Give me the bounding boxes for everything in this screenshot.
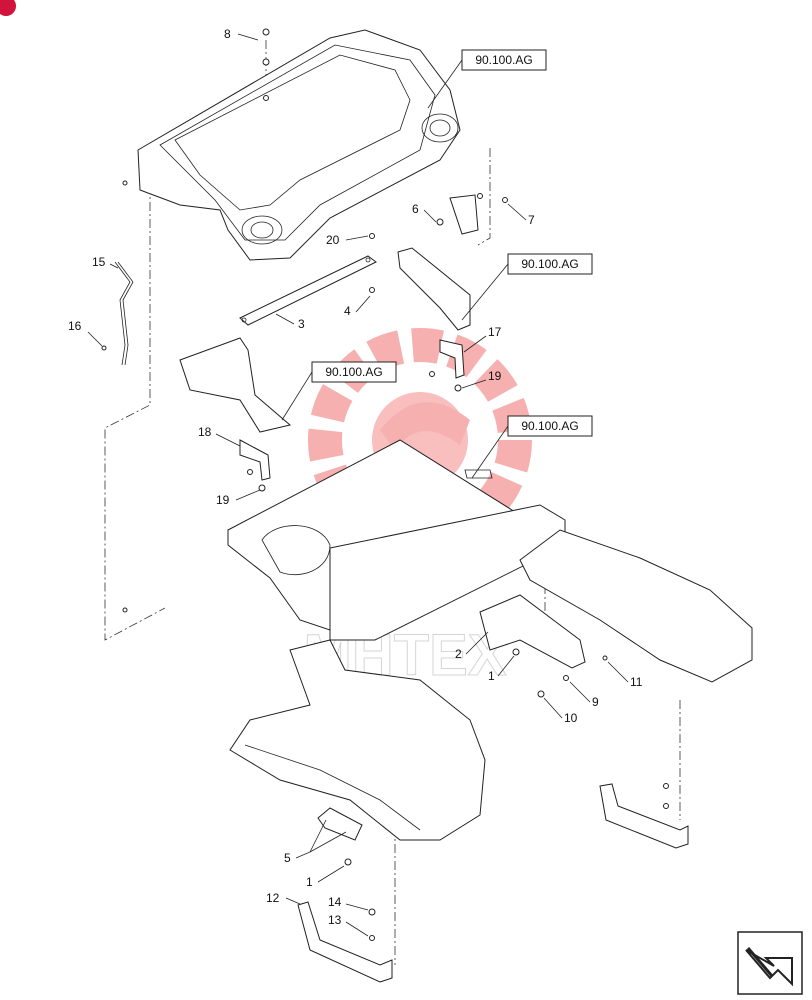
bracket-left-upper <box>179 337 292 433</box>
callout-4: 4 <box>344 304 351 318</box>
linkage-rod-part-15 <box>114 261 131 366</box>
callout-20: 20 <box>326 233 340 247</box>
callout-10: 10 <box>564 711 578 725</box>
dash-console <box>137 29 461 261</box>
reference-label: 90.100.AG <box>325 365 382 379</box>
callout-19: 19 <box>216 493 230 507</box>
bracket-part-17 <box>439 339 465 379</box>
bracket-part-5 <box>317 807 363 841</box>
hardware-bolts <box>101 28 669 941</box>
callout-5: 5 <box>284 851 291 865</box>
callout-12: 12 <box>266 891 280 905</box>
callout-9: 9 <box>592 695 599 709</box>
ref-leader-3 <box>281 371 313 421</box>
callout-14: 14 <box>328 895 342 909</box>
callout-11: 11 <box>630 675 643 689</box>
callouts: 8 6 7 20 15 16 3 4 17 19 18 19 2 1 11 9 <box>68 27 643 937</box>
next-page-arrow-icon[interactable] <box>737 931 803 995</box>
bracket-part-2 <box>479 594 586 669</box>
fender-right <box>519 529 753 683</box>
callout-1: 1 <box>488 669 495 683</box>
bracket-lower-right <box>599 783 689 849</box>
bracket-right-upper <box>397 194 479 331</box>
fender-left-edge <box>244 744 421 831</box>
bracket-part-18 <box>239 439 271 481</box>
callout-8: 8 <box>224 27 231 41</box>
reference-label: 90.100.AG <box>521 257 578 271</box>
callout-16: 16 <box>68 319 82 333</box>
reference-box-1[interactable]: 90.100.AG <box>461 49 547 71</box>
corner-badge <box>0 0 16 16</box>
bracket-part-12 <box>297 901 393 983</box>
ref-leader-4 <box>471 425 509 479</box>
callout-7: 7 <box>528 213 535 227</box>
reference-box-3[interactable]: 90.100.AG <box>311 361 397 383</box>
callout-13: 13 <box>328 913 342 927</box>
reference-box-4[interactable]: 90.100.AG <box>507 415 593 437</box>
callout-15: 15 <box>92 255 106 269</box>
linkage-rod-outline <box>117 261 134 366</box>
callout-1: 1 <box>306 875 313 889</box>
callout-2: 2 <box>455 647 462 661</box>
reference-label: 90.100.AG <box>475 53 532 67</box>
callout-3: 3 <box>298 317 305 331</box>
callout-18: 18 <box>198 425 212 439</box>
ref-leader-2 <box>461 263 509 321</box>
reference-label: 90.100.AG <box>521 419 578 433</box>
ref-leader-1 <box>427 59 463 109</box>
callout-6: 6 <box>412 202 419 216</box>
reference-box-2[interactable]: 90.100.AG <box>507 253 593 275</box>
strip-part-3 <box>239 255 377 326</box>
callout-19: 19 <box>488 369 502 383</box>
callout-17: 17 <box>488 325 502 339</box>
fender-left <box>229 639 486 841</box>
